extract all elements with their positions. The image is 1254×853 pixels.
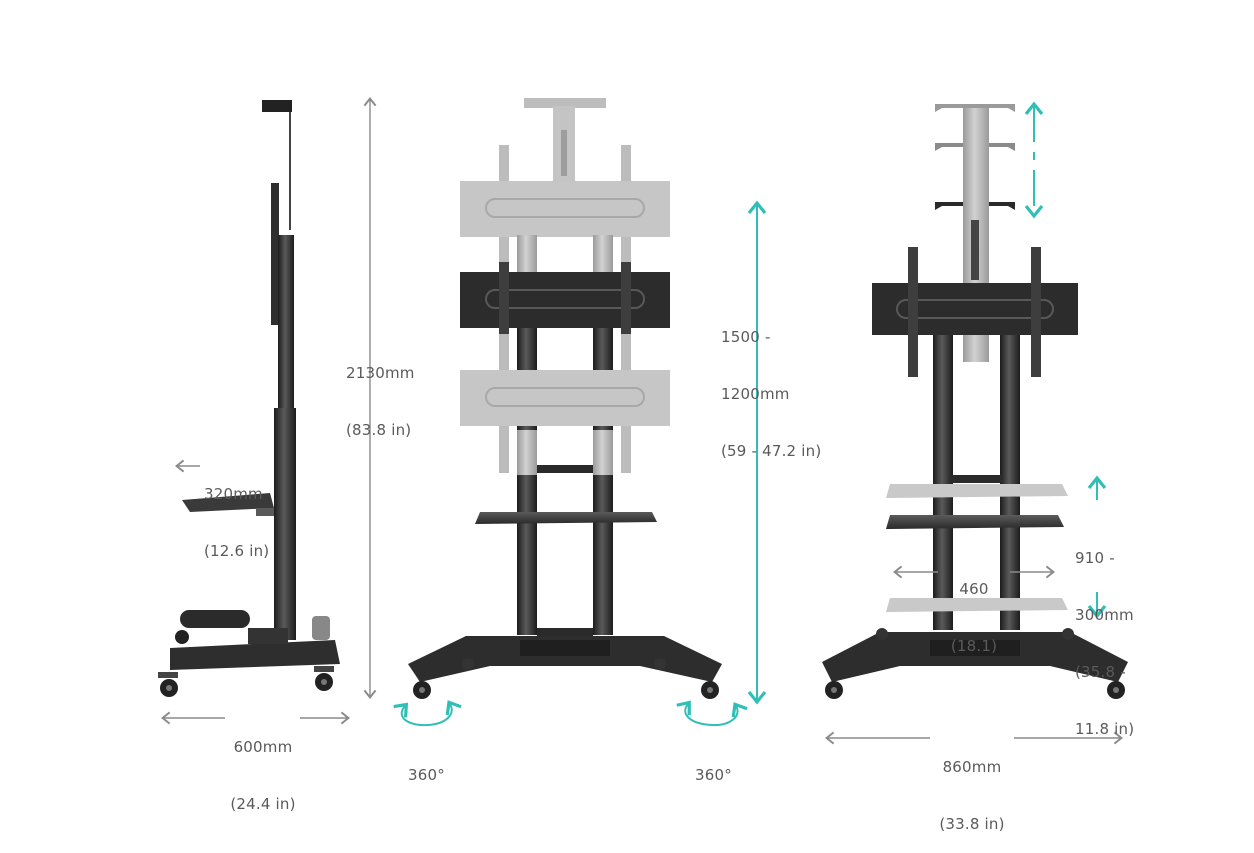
base-depth-mm: 600mm (233, 738, 293, 756)
side-pole (278, 235, 294, 410)
shelf-depth-label: 320mm (12.6 in) (204, 447, 269, 580)
mount-plate-back (872, 283, 1078, 335)
mount-adjust-line1: 1500 - (721, 328, 771, 346)
mount-plate-side (271, 183, 279, 325)
shelf-depth-in: (12.6 in) (204, 542, 270, 560)
back-base (822, 632, 1128, 682)
mount-plate-lower-ghost (460, 370, 670, 426)
shelf-height-label: 910 - 300mm (35.8 - 11.8 in) (1075, 549, 1135, 738)
base-depth-in: (24.4 in) (230, 795, 296, 813)
mount-plate-main (460, 272, 670, 328)
shelf-width-label: 460 (18.1) (950, 580, 998, 655)
back-pole-left (933, 330, 953, 630)
tv-stand-dimension-diagram (158, 97, 1128, 745)
base-width-label: 860mm (33.8 in) (939, 758, 1005, 833)
camera-shelf (262, 100, 292, 112)
shelf-depth-mm: 320mm (204, 485, 263, 503)
back-view (822, 101, 1128, 745)
mount-adjust-line3: (59 - 47.2 in) (721, 442, 822, 460)
side-base (170, 640, 340, 670)
shelf-main-back (886, 515, 1064, 529)
mount-adjust-label: 1500 - 1200mm (59 - 47.2 in) (721, 290, 821, 480)
shelf-upper-ghost (886, 484, 1068, 498)
rotation-right-label: 360° (695, 766, 732, 784)
base-depth-label: 600mm (24.4 in) (228, 700, 298, 833)
side-base-rear (180, 610, 250, 628)
rotation-left-label: 360° (408, 766, 445, 784)
front-view (393, 98, 767, 727)
rotation-arrow-right (676, 700, 748, 727)
height-label: 2130mm (83.8 in) (346, 326, 415, 459)
height-in: (83.8 in) (346, 421, 412, 439)
side-shelf (182, 493, 274, 512)
front-base (408, 636, 722, 682)
shelf-lower-ghost (886, 598, 1068, 612)
height-mm: 2130mm (346, 364, 415, 382)
mount-adjust-line2: 1200mm (721, 385, 790, 403)
back-pole-right (1000, 330, 1020, 630)
side-caster (175, 630, 189, 644)
front-shelf (475, 512, 657, 524)
side-view (158, 97, 377, 725)
mount-plate-upper-ghost (460, 181, 670, 237)
rotation-arrow-left (393, 700, 462, 727)
